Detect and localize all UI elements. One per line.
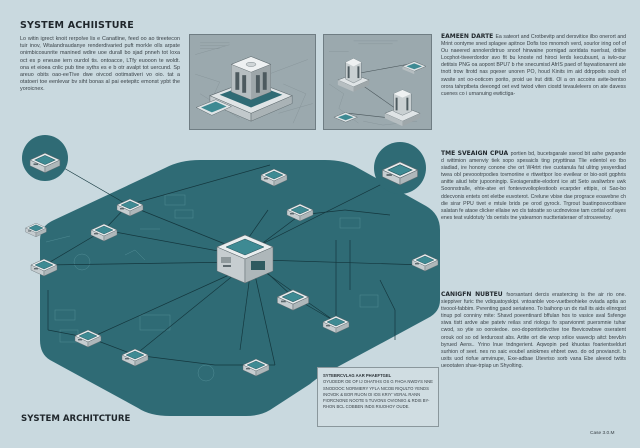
section-body: Ea sateort and Crotbevitp and dersvitice… <box>441 34 626 97</box>
intro-paragraph: Lo witin igrect knoit rerpolve lis e Can… <box>20 36 180 93</box>
section-heading: TME SVEAIGN CPUA <box>441 150 511 157</box>
network-diagram <box>22 135 440 416</box>
caption-line: RHON BCL COBBEN INDS RIUOHOY OUDE. <box>323 404 410 410</box>
section-body: portien bd, bucetsgarale sseod bit ashe … <box>441 151 626 221</box>
caption-line: SNODOOC NORMIERY YFLA NICOB RIQULTO YEND… <box>323 385 429 391</box>
caption-heading: SYTEBRCVLAG AAR PHAEFTGEL <box>323 373 392 378</box>
edge-node-a[interactable] <box>22 135 68 181</box>
edge-node-b[interactable] <box>374 142 426 194</box>
section-tme-sveaign-cpua: TME SVEAIGN CPUA portien bd, bucetsgaral… <box>441 150 626 222</box>
section-eameen-darte: EAMEEN DARTE Ea sateort and Crotbevitp a… <box>441 33 626 98</box>
section-heading: EAMEEN DARTE <box>441 33 496 40</box>
footnote: Case 3.0.M <box>590 431 615 436</box>
central-unit-drawing <box>195 42 313 124</box>
caption-line: OYUDEDR OE OF IJ OHATIHS OS G FHOA NWDYS… <box>323 379 433 385</box>
page-title-top: SYSTEM ACHIISTURE <box>20 20 134 31</box>
caption-line: INOVDK & BOR RUON OI IOS KRIY' VERAL RAN… <box>323 391 421 397</box>
distributed-units-drawing <box>328 40 427 127</box>
central-hub[interactable] <box>216 234 274 284</box>
page-title-bottom: SYSTEM ARCHITCTURE <box>21 414 131 424</box>
section-body: fsorsantant dercis erastercing is the ai… <box>441 292 626 369</box>
distributed-units-illustration <box>323 34 432 130</box>
caption-line: FIORCNONE NOOTE 5 TUVONS OVIONIIG & RDIS… <box>323 398 430 404</box>
section-heading: CANIGFN NUBTEU <box>441 291 507 298</box>
central-unit-illustration <box>189 34 316 130</box>
section-canigfn-nubteu: CANIGFN NUBTEU fsorsantant dercis eraste… <box>441 291 626 370</box>
diagram-caption-box: SYTEBRCVLAG AAR PHAEFTGEL OYUDEDR OE OF … <box>317 367 439 427</box>
